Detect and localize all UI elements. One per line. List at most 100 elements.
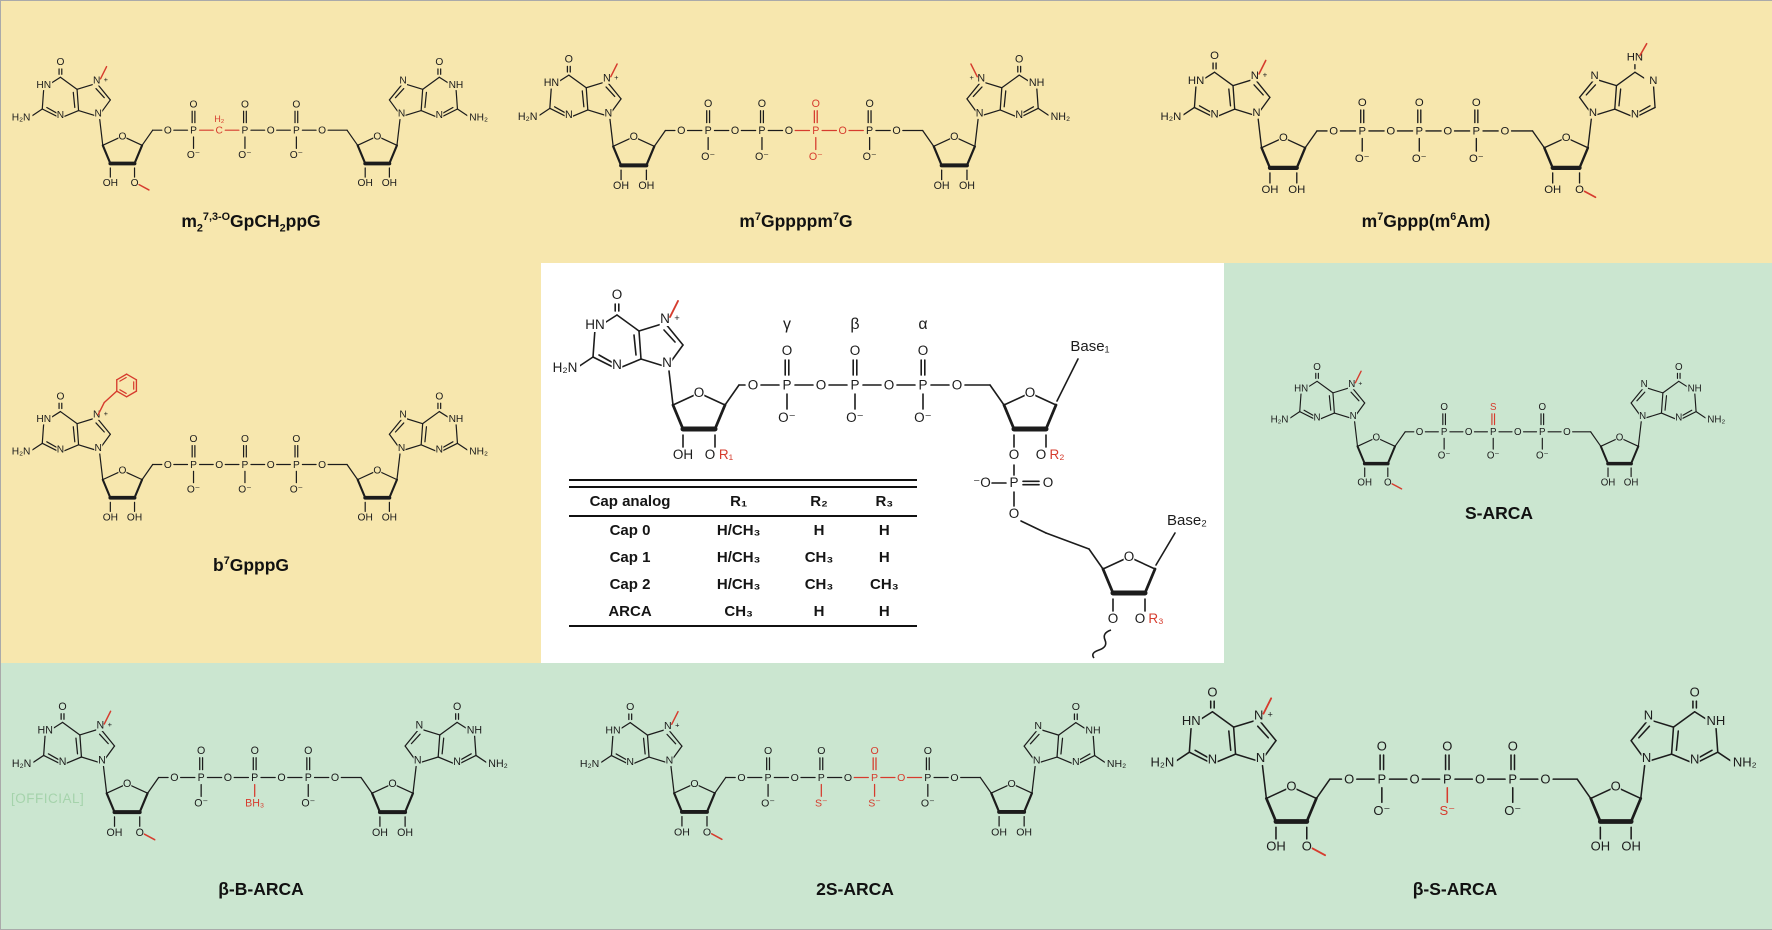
svg-text:⁻O: ⁻O xyxy=(973,475,991,490)
svg-text:O: O xyxy=(1358,97,1367,109)
table-cell: Cap 1 xyxy=(609,549,651,566)
svg-text:O: O xyxy=(435,391,443,402)
svg-text:O: O xyxy=(1690,684,1700,699)
svg-text:N: N xyxy=(1639,411,1646,422)
svg-text:NH₂: NH₂ xyxy=(488,758,507,770)
svg-text:O: O xyxy=(1286,779,1296,794)
svg-text:O: O xyxy=(1508,738,1518,753)
svg-text:O: O xyxy=(131,178,139,189)
svg-text:N: N xyxy=(626,756,634,768)
structure-label: β-B-ARCA xyxy=(218,879,304,899)
svg-text:O: O xyxy=(123,778,131,790)
svg-text:O: O xyxy=(1313,362,1321,373)
svg-text:O: O xyxy=(950,772,958,784)
svg-text:N: N xyxy=(398,443,405,454)
svg-text:P: P xyxy=(705,125,712,137)
svg-text:O: O xyxy=(1410,771,1420,786)
svg-text:N: N xyxy=(1033,754,1041,766)
svg-text:HN: HN xyxy=(1627,51,1643,63)
svg-text:+: + xyxy=(1263,70,1268,79)
svg-text:O: O xyxy=(215,460,223,471)
svg-text:N: N xyxy=(97,720,105,732)
svg-text:O: O xyxy=(1377,738,1387,753)
svg-text:O: O xyxy=(241,99,249,110)
svg-text:O: O xyxy=(1443,126,1452,138)
svg-text:O: O xyxy=(565,53,573,65)
svg-text:O: O xyxy=(164,460,172,471)
svg-text:O: O xyxy=(267,126,275,137)
svg-text:H₂N: H₂N xyxy=(553,360,578,375)
svg-text:OH: OH xyxy=(613,180,629,192)
svg-text:O: O xyxy=(694,385,705,400)
svg-text:NH: NH xyxy=(449,80,464,91)
svg-text:O⁻: O⁻ xyxy=(1487,451,1500,462)
svg-text:O: O xyxy=(318,126,326,137)
svg-text:NH₂: NH₂ xyxy=(1051,111,1071,123)
svg-text:O: O xyxy=(56,57,64,68)
svg-text:N: N xyxy=(436,444,443,455)
svg-text:N: N xyxy=(565,109,573,121)
table-header: R₃ xyxy=(875,493,894,510)
structure-label: S-ARCA xyxy=(1464,503,1534,523)
svg-text:S: S xyxy=(1490,402,1497,413)
svg-text:N: N xyxy=(399,410,406,421)
svg-text:O: O xyxy=(1344,771,1354,786)
structure-label: m7Gppppm7G xyxy=(739,211,853,231)
svg-text:S⁻: S⁻ xyxy=(1440,803,1456,818)
svg-text:N: N xyxy=(1210,109,1218,121)
svg-text:O: O xyxy=(704,98,712,110)
svg-text:N: N xyxy=(414,754,422,766)
table-cell: H/CH₃ xyxy=(716,549,761,566)
svg-text:O⁻: O⁻ xyxy=(238,484,251,495)
table-cell: Cap 0 xyxy=(609,522,651,539)
svg-text:+: + xyxy=(1268,710,1273,720)
table-cell: H xyxy=(813,603,825,620)
structure-label: b7GpppG xyxy=(212,555,290,575)
table-cell: Cap 2 xyxy=(609,576,651,593)
svg-text:O: O xyxy=(950,131,958,143)
svg-text:N: N xyxy=(59,756,67,768)
structure-label: β-S-ARCA xyxy=(1412,879,1498,899)
svg-text:O: O xyxy=(1124,549,1135,564)
svg-text:O: O xyxy=(1279,132,1288,144)
svg-text:P: P xyxy=(924,772,931,784)
svg-text:O: O xyxy=(1135,611,1146,626)
table-cell: ARCA xyxy=(608,603,652,620)
svg-text:O⁻: O⁻ xyxy=(846,410,864,425)
svg-text:OH: OH xyxy=(673,447,693,462)
svg-text:OH: OH xyxy=(1357,477,1372,488)
svg-text:O: O xyxy=(1675,362,1683,373)
svg-text:OH: OH xyxy=(1266,838,1285,853)
svg-text:O⁻: O⁻ xyxy=(1412,153,1427,165)
svg-text:O: O xyxy=(924,745,932,757)
table-cell: CH₃ xyxy=(804,576,834,593)
svg-text:P: P xyxy=(850,378,859,393)
svg-text:O: O xyxy=(612,287,623,302)
svg-text:O: O xyxy=(870,745,878,757)
svg-text:OH: OH xyxy=(1288,184,1305,196)
svg-text:O: O xyxy=(373,466,381,477)
svg-text:+: + xyxy=(674,313,680,324)
svg-text:N: N xyxy=(1251,70,1259,82)
svg-text:OH: OH xyxy=(372,827,388,839)
svg-text:P: P xyxy=(190,460,197,471)
svg-text:O: O xyxy=(892,125,900,137)
table-cell: H/CH₃ xyxy=(716,522,761,539)
svg-text:O: O xyxy=(1207,684,1217,699)
svg-text:NH₂: NH₂ xyxy=(1707,414,1725,425)
svg-text:N: N xyxy=(1631,109,1639,121)
table-cell: CH₃ xyxy=(724,603,753,620)
table-cell: H xyxy=(878,603,890,620)
svg-text:P: P xyxy=(758,125,765,137)
svg-text:OH: OH xyxy=(959,180,975,192)
